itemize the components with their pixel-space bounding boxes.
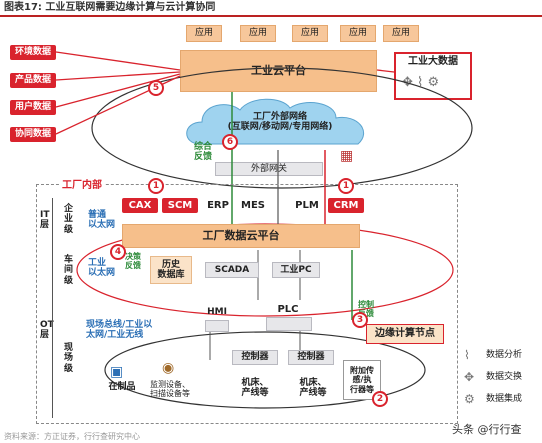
industrial-pc: 工业PC bbox=[272, 262, 320, 278]
fieldbus-label: 现场总线/工业以 太网/工业无线 bbox=[86, 320, 153, 341]
industrial-ethernet-label: 工业 以太网 bbox=[88, 258, 116, 279]
app-box: 应用 bbox=[240, 25, 276, 42]
system-erp: ERP bbox=[207, 199, 229, 211]
machine-2: 机床、 产线等 bbox=[299, 378, 327, 399]
app-box: 应用 bbox=[186, 25, 222, 42]
app-box: 应用 bbox=[383, 25, 419, 42]
figure-title: 图表17: 工业互联网需要边缘计算与云计算协同 bbox=[4, 2, 216, 13]
monitoring-label: 监测设备、 扫描设备等 bbox=[150, 380, 190, 399]
legend-integration-label: 数据集成 bbox=[486, 394, 523, 404]
system-cax: CAX bbox=[122, 198, 158, 213]
step-1-right: 1 bbox=[338, 178, 354, 194]
external-network-cloud bbox=[186, 98, 365, 145]
cloud-platform-label: 工业云平台 bbox=[251, 63, 306, 77]
field-level-label: 现场级 bbox=[64, 343, 74, 374]
app-box: 应用 bbox=[292, 25, 328, 42]
it-layer-label: IT层 bbox=[40, 210, 50, 231]
hmi-icon bbox=[205, 320, 229, 332]
legend-exchange-icon: ✥ bbox=[464, 370, 475, 384]
system-mes: MES bbox=[241, 199, 265, 211]
step-1-left: 1 bbox=[148, 178, 164, 194]
collaboration-data: 协同数据 bbox=[10, 127, 56, 142]
plc: PLC bbox=[277, 303, 299, 315]
plc-icon bbox=[266, 317, 312, 331]
legend-analysis-label: 数据分析 bbox=[486, 350, 523, 360]
big-data-label: 工业大数据 bbox=[408, 56, 458, 67]
system-plm: PLM bbox=[295, 199, 319, 211]
source-note: 资料来源：方正证券，行行查研究中心 bbox=[4, 432, 140, 441]
factory-internal-label: 工厂内部 bbox=[60, 180, 104, 192]
step-4: 4 bbox=[110, 244, 126, 260]
decision-feedback-label: 决策 反馈 bbox=[125, 252, 141, 271]
industrial-cloud-platform: 工业云平台 bbox=[180, 50, 377, 92]
user-data: 用户数据 bbox=[10, 100, 56, 115]
product-data: 产品数据 bbox=[10, 73, 56, 88]
monitoring-icon: ◉ bbox=[162, 360, 175, 376]
legend-analysis-icon: ⌇ bbox=[464, 348, 470, 362]
enterprise-level-label: 企业级 bbox=[64, 204, 74, 235]
factory-data-cloud-platform: 工厂数据云平台 bbox=[122, 224, 360, 248]
layer-bracket bbox=[52, 198, 58, 418]
step-5: 5 bbox=[148, 80, 164, 96]
scada: SCADA bbox=[205, 262, 259, 278]
history-database: 历史 数据库 bbox=[150, 256, 192, 284]
big-data-icons: ✥ ⌇ ⚙ bbox=[402, 75, 440, 90]
comprehensive-feedback: 综合 反馈 bbox=[194, 142, 213, 163]
legend-exchange-label: 数据交换 bbox=[486, 372, 523, 382]
general-ethernet-label: 普通 以太网 bbox=[88, 210, 116, 231]
watermark: 头条 @行行查 bbox=[452, 423, 522, 437]
edge-computing-node: 边缘计算节点 bbox=[366, 324, 444, 344]
external-network-label: 工厂外部网络 (互联网/移动网/专用网络) bbox=[227, 111, 333, 132]
products-icon: ▣ bbox=[110, 364, 124, 380]
firewall-icon: ▦ bbox=[340, 148, 354, 164]
hmi: HMI bbox=[207, 307, 227, 318]
ot-layer-label: OT层 bbox=[40, 320, 54, 341]
system-crm: CRM bbox=[328, 198, 364, 213]
factory-cloud-label: 工厂数据云平台 bbox=[202, 228, 280, 242]
workshop-level-label: 车间级 bbox=[64, 255, 74, 286]
factory-internal-region bbox=[36, 184, 458, 424]
products-label: 在制品 bbox=[108, 382, 136, 392]
step-3: 3 bbox=[352, 312, 368, 328]
environment-data: 环境数据 bbox=[10, 45, 56, 60]
control-feedback-label: 控制 反馈 bbox=[358, 300, 374, 319]
edge-node-label: 边缘计算节点 bbox=[375, 328, 435, 340]
controller-2: 控制器 bbox=[288, 350, 334, 365]
external-gateway: 外部网关 bbox=[215, 162, 323, 176]
title-underline bbox=[0, 15, 542, 17]
step-2: 2 bbox=[372, 391, 388, 407]
legend-integration-icon: ⚙ bbox=[464, 392, 475, 406]
controller-1: 控制器 bbox=[232, 350, 278, 365]
system-scm: SCM bbox=[162, 198, 198, 213]
app-box: 应用 bbox=[340, 25, 376, 42]
machine-1: 机床、 产线等 bbox=[241, 378, 269, 399]
step-6: 6 bbox=[222, 134, 238, 150]
